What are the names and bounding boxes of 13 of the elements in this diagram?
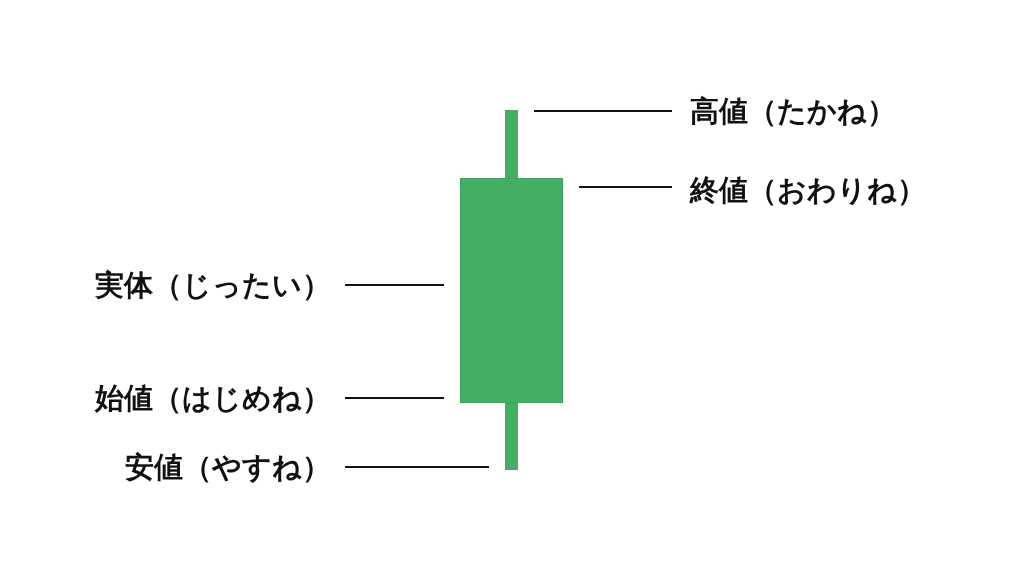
price-label: 安値（やすね） — [125, 449, 331, 485]
price-label: 実体（じったい） — [95, 267, 331, 303]
leader-line — [533, 110, 673, 112]
price-label: 始値（はじめね） — [95, 380, 331, 416]
price-label: 高値（たかね） — [690, 93, 896, 129]
upper-wick — [505, 110, 518, 178]
lower-wick — [505, 403, 518, 470]
leader-line — [344, 466, 490, 468]
candle-body — [460, 178, 563, 403]
leader-line — [578, 186, 673, 188]
price-label: 終値（おわりね） — [690, 172, 926, 208]
leader-line — [344, 397, 445, 399]
leader-line — [344, 284, 445, 286]
